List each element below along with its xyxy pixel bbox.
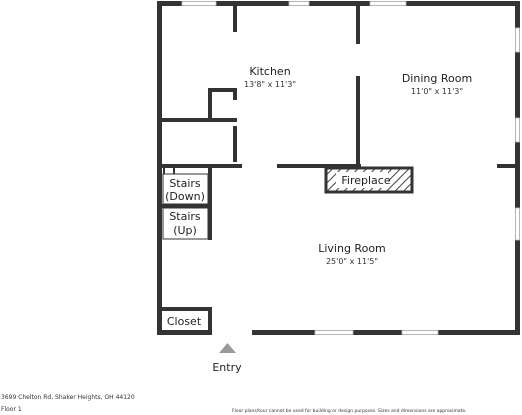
stairs-down-label-2: (Down): [165, 190, 205, 203]
stairs-up-box: [162, 207, 209, 240]
stairs-up-label-2: (Up): [173, 224, 197, 237]
entry-label: Entry: [212, 361, 242, 374]
entry-arrow-icon: [219, 343, 236, 353]
living-name: Living Room: [318, 242, 386, 255]
kitchen-name: Kitchen: [249, 65, 290, 78]
footer-address: 3699 Chelton Rd, Shaker Heights, OH 4412…: [1, 394, 135, 401]
entry-opening: [212, 330, 252, 335]
closet-label: Closet: [167, 315, 202, 328]
interior-walls: [162, 6, 515, 332]
dining-name: Dining Room: [402, 72, 472, 85]
footer-disclaimer: Floor plans/tour cannot be used for buil…: [232, 409, 467, 414]
footer-floor: Floor 1: [1, 406, 22, 413]
living-dims: 25'0" x 11'5": [326, 257, 378, 266]
stairs-down-label-1: Stairs: [169, 177, 201, 190]
kitchen-dims: 13'8" x 11'3": [244, 80, 296, 89]
stairs-up-label-1: Stairs: [169, 210, 201, 223]
fireplace-label: Fireplace: [341, 174, 390, 187]
stairs-down-box: [162, 173, 209, 205]
dining-dims: 11'0" x 11'3": [411, 87, 463, 96]
windows: [181, 1, 520, 335]
